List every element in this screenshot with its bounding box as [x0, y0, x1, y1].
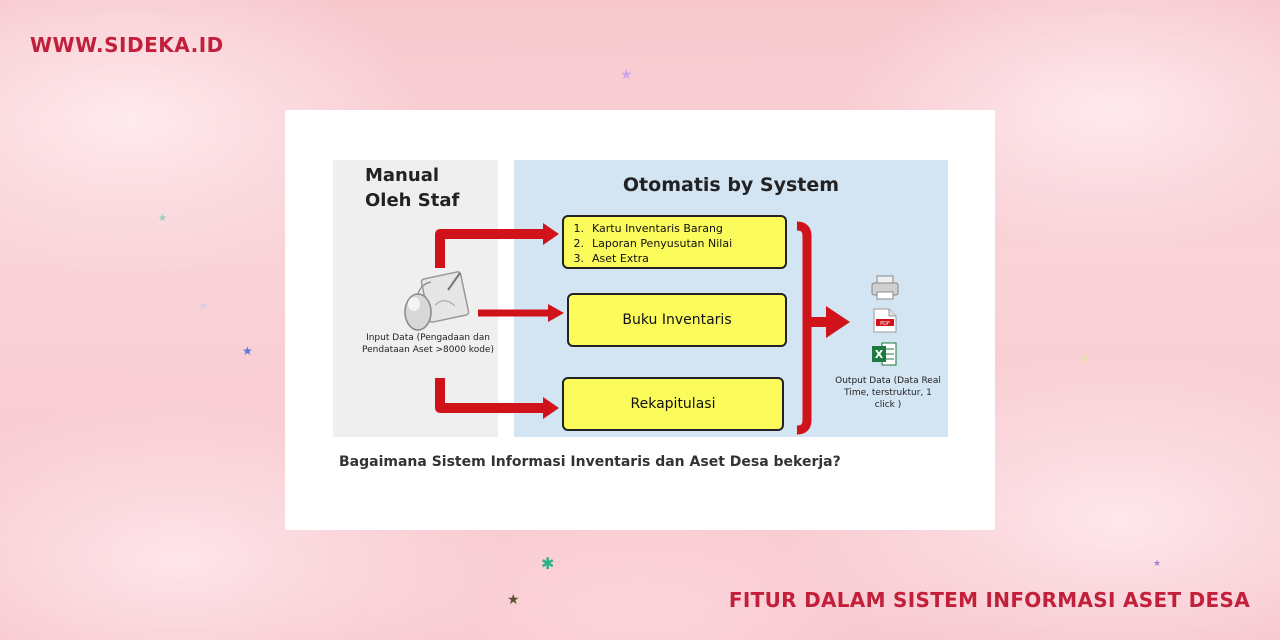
buku-inventaris-box: Buku Inventaris: [567, 293, 787, 347]
arrowhead-to-output: [826, 306, 850, 338]
automatic-title: Otomatis by System: [622, 174, 840, 196]
excel-label: X: [875, 348, 884, 361]
arrowhead-to-list: [543, 223, 559, 245]
mouse-drawing-icon: [404, 271, 470, 331]
report-list-item: 3. Aset Extra: [564, 251, 785, 266]
diagram-card: Manual Oleh Staf Otomatis by System: [285, 110, 995, 530]
decorative-star-icon: ✱: [541, 554, 555, 573]
report-list-number: 2.: [573, 237, 585, 250]
brand-logo-text: WWW.SIDEKA.ID: [30, 33, 224, 57]
arrowhead-to-buku: [548, 304, 564, 322]
report-list-item: 2. Laporan Penyusutan Nilai: [564, 236, 785, 251]
decorative-star-icon: ★: [198, 299, 209, 313]
pdf-file-icon: PDF: [873, 308, 897, 333]
input-data-label: Input Data (Pengadaan dan Pendataan Aset…: [362, 333, 494, 355]
excel-file-icon: X: [872, 342, 897, 366]
decorative-star-icon: ★: [620, 67, 633, 83]
rekapitulasi-box: Rekapitulasi: [562, 377, 784, 431]
report-list-item: 1. Kartu Inventaris Barang: [564, 221, 785, 236]
decorative-star-icon: ★: [242, 344, 253, 358]
report-list-box: 1. Kartu Inventaris Barang 2. Laporan Penyu…: [562, 215, 787, 269]
report-list-text: Kartu Inventaris Barang: [592, 222, 723, 235]
arrow-to-list: [435, 229, 545, 268]
report-list-number: 3.: [573, 252, 585, 265]
report-list: 1. Kartu Inventaris Barang 2. Laporan Penyu…: [564, 221, 785, 266]
printer-icon: [871, 275, 899, 300]
diagram-caption: Bagaimana Sistem Informasi Inventaris da…: [339, 454, 841, 470]
diagram-graphics: PDF X: [404, 221, 899, 435]
buku-inventaris-label: Buku Inventaris: [622, 312, 732, 328]
manual-title: Manual Oleh Staf: [365, 165, 460, 211]
decorative-star-icon: ★: [158, 213, 167, 224]
arrowhead-to-rekap: [543, 397, 559, 419]
arrow-to-rekap: [435, 378, 545, 413]
bracket: [796, 221, 812, 435]
pdf-label: PDF: [880, 321, 890, 327]
report-list-number: 1.: [573, 222, 585, 235]
page-title: FITUR DALAM SISTEM INFORMASI ASET DESA: [728, 588, 1250, 612]
output-data-label: Output Data (Data Real Time, terstruktur…: [835, 376, 941, 410]
decorative-star-icon: ★: [507, 592, 520, 608]
report-list-text: Laporan Penyusutan Nilai: [592, 237, 733, 250]
decorative-star-icon: ★: [1153, 559, 1162, 569]
decorative-star-icon: ★: [1080, 354, 1089, 365]
report-list-text: Aset Extra: [592, 252, 649, 265]
rekapitulasi-label: Rekapitulasi: [630, 396, 716, 412]
